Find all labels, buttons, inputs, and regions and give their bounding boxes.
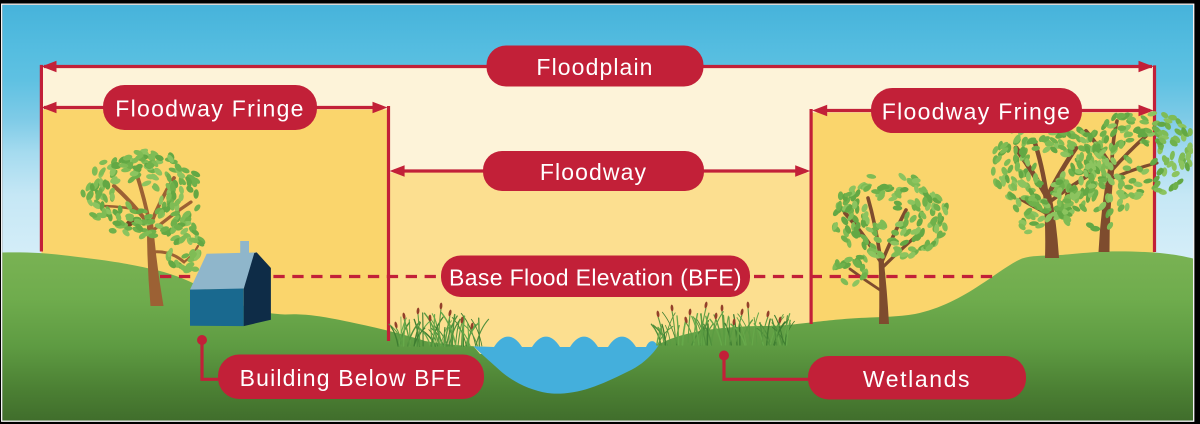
svg-text:Wetlands: Wetlands: [863, 366, 971, 392]
svg-text:Floodway Fringe: Floodway Fringe: [115, 96, 305, 122]
svg-text:Building Below BFE: Building Below BFE: [240, 365, 463, 391]
svg-text:Base Flood Elevation (BFE): Base Flood Elevation (BFE): [449, 264, 742, 290]
svg-text:Floodway: Floodway: [540, 159, 647, 185]
svg-text:Floodway Fringe: Floodway Fringe: [882, 99, 1072, 125]
svg-text:Floodplain: Floodplain: [536, 54, 653, 80]
